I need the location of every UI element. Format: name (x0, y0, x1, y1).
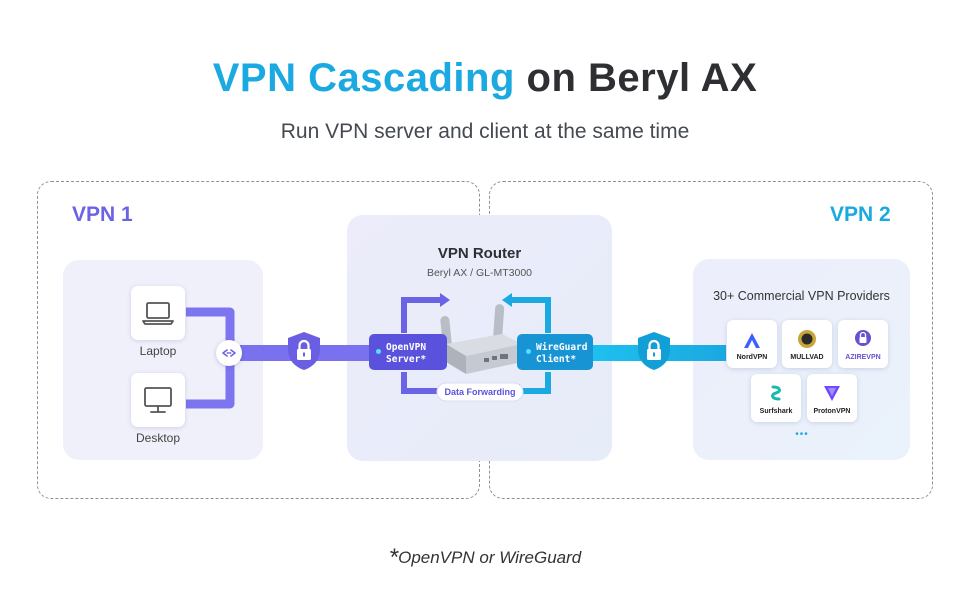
provider-name: ProtonVPN (813, 408, 851, 415)
provider-protonvpn: ProtonVPN (807, 374, 857, 422)
client-tag-line1: WireGuard (536, 342, 588, 353)
client-tag-line2: Client* (536, 354, 577, 365)
provider-mullvad: MULLVAD (782, 320, 832, 368)
router-model: Beryl AX / GL-MT3000 (426, 267, 533, 279)
cycle-arrow-left-bottom (401, 372, 440, 394)
client-indicator-dot (526, 349, 531, 354)
server-indicator-dot (376, 349, 381, 354)
server-tag-line2: Server* (386, 354, 427, 365)
wireguard-client-tag: WireGuard Client* (517, 334, 593, 370)
providers-title: 30+ Commercial VPN Providers (713, 289, 890, 303)
provider-azirevpn: AZIREVPN (838, 320, 888, 368)
vpn1-lock-shield-icon (288, 332, 320, 370)
laptop-icon (142, 302, 174, 325)
cycle-arrow-right (512, 297, 551, 333)
data-forwarding-label: Data Forwarding (444, 387, 516, 397)
title-rest: on Beryl AX (526, 56, 758, 100)
surfshark-logo-icon (771, 385, 781, 401)
cycle-arrow-right-bottom (520, 372, 551, 394)
swap-arrows-icon (222, 349, 236, 357)
desktop-card (131, 373, 185, 427)
nordvpn-logo-icon (744, 333, 760, 348)
desktop-label: Desktop (135, 431, 181, 445)
page-title: VPN Cascading on Beryl AX (0, 52, 970, 104)
azirevpn-logo-icon (855, 330, 871, 346)
mullvad-logo-icon (798, 330, 816, 348)
provider-name: AZIREVPN (845, 354, 881, 361)
title-highlight: VPN Cascading (212, 56, 515, 100)
vpn2-label: VPN 2 (830, 203, 891, 226)
laptop-label: Laptop (139, 344, 177, 358)
page-subtitle: Run VPN server and client at the same ti… (280, 120, 690, 143)
server-tag-line1: OpenVPN (386, 342, 427, 353)
provider-surfshark: Surfshark (751, 374, 801, 422)
provider-name: Surfshark (759, 408, 793, 415)
openvpn-server-tag: OpenVPN Server* (369, 334, 447, 370)
connector-node (216, 340, 242, 366)
more-providers-indicator: ••• (795, 429, 809, 440)
desktop-icon (144, 387, 172, 413)
arrowhead-top-left (440, 293, 450, 307)
footnote: *OpenVPN or WireGuard (0, 544, 970, 572)
laptop-card (131, 286, 185, 340)
cycle-arrow-left (401, 297, 440, 333)
arrowhead-top-right (502, 293, 512, 307)
protonvpn-logo-icon (824, 386, 840, 401)
provider-name: NordVPN (736, 354, 768, 361)
vpn2-lock-shield-icon (638, 332, 670, 370)
router-title: VPN Router (437, 245, 522, 262)
provider-nordvpn: NordVPN (727, 320, 777, 368)
footnote-star: * (388, 544, 399, 571)
footnote-text: OpenVPN or WireGuard (398, 548, 582, 567)
vpn1-label: VPN 1 (72, 203, 133, 226)
provider-name: MULLVAD (790, 354, 824, 361)
forwarding-pill (436, 382, 524, 402)
